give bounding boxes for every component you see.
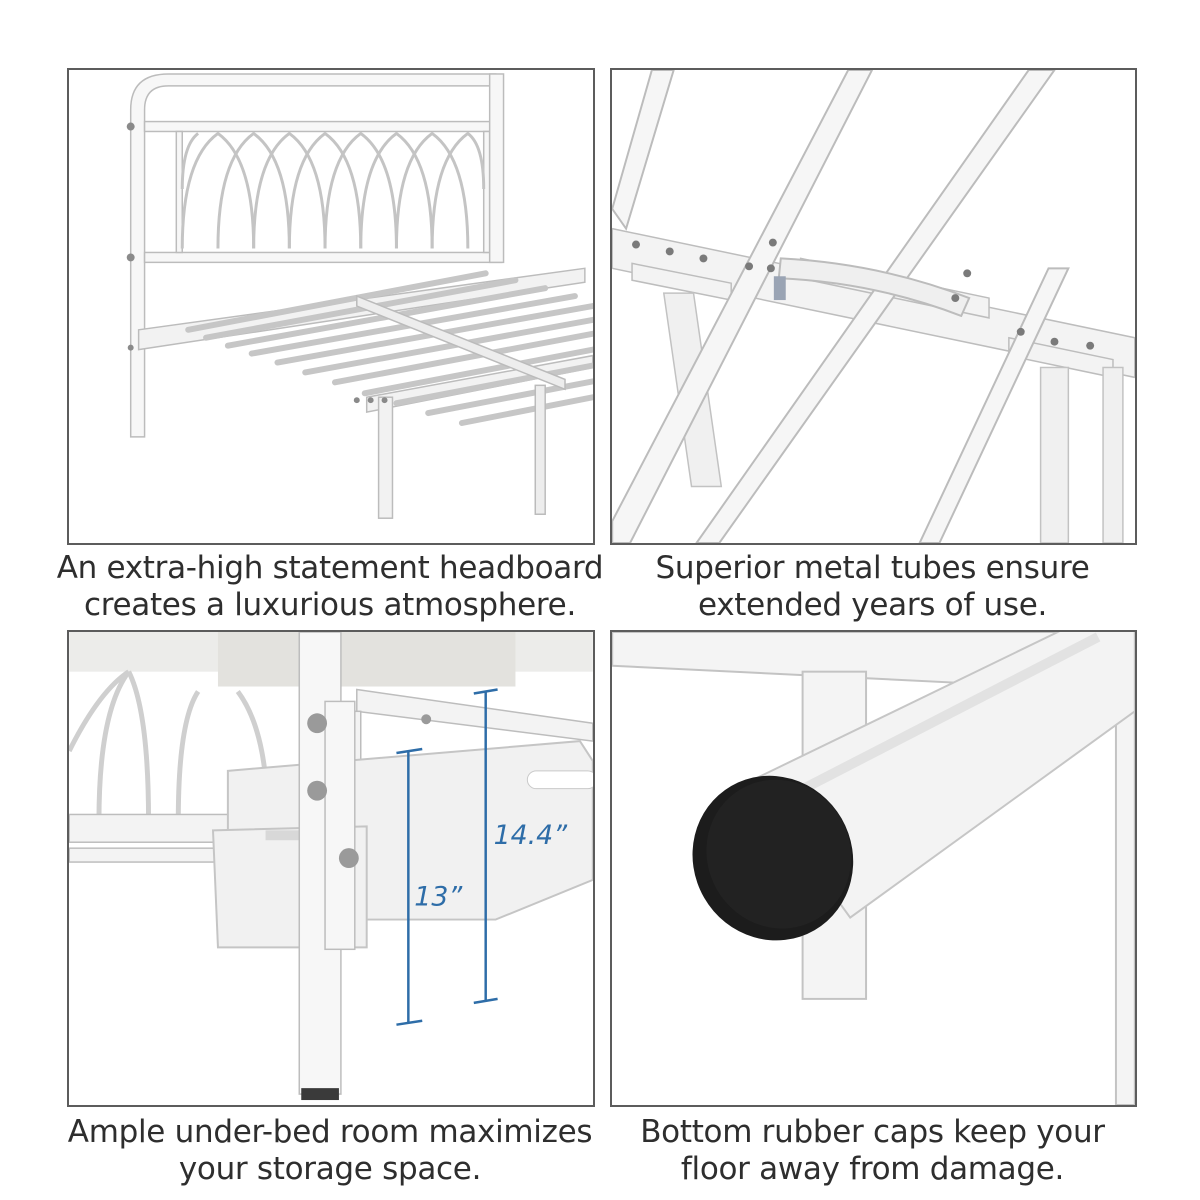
tall-dimension-label: 14.4” — [494, 820, 569, 851]
metal-tubes-caption-line1: Superior metal tubes ensure — [655, 550, 1090, 586]
metal-tubes-illustration — [612, 70, 1135, 543]
metal-tubes-photo — [610, 68, 1137, 545]
rubber-caps-caption: Bottom rubber caps keep your floor away … — [585, 1114, 1160, 1188]
metal-tubes-caption-line2: extended years of use. — [697, 587, 1048, 623]
headboard-caption-line2: creates a luxurious atmosphere. — [83, 587, 577, 623]
storage-caption-line1: Ample under-bed room maximizes — [67, 1114, 593, 1150]
metal-tubes-caption: Superior metal tubes ensure extended yea… — [585, 550, 1160, 624]
rubber-cap-photo — [610, 630, 1137, 1107]
storage-caption-line2: your storage space. — [178, 1151, 482, 1187]
headboard-photo — [67, 68, 595, 545]
storage-illustration: 14.4” 13” — [69, 632, 593, 1101]
under-bed-storage-photo: 14.4” 13” — [67, 630, 595, 1107]
headboard-caption: An extra-high statement headboard create… — [40, 550, 620, 624]
dimension-lines — [396, 688, 498, 1026]
rubber-cap-illustration — [612, 632, 1135, 1105]
headboard-illustration — [126, 73, 593, 519]
rubber-caps-caption-line2: floor away from damage. — [680, 1151, 1065, 1187]
storage-caption: Ample under-bed room maximizes your stor… — [40, 1114, 620, 1188]
rubber-caps-caption-line1: Bottom rubber caps keep your — [640, 1114, 1105, 1150]
headboard-caption-line1: An extra-high statement headboard — [56, 550, 604, 586]
short-dimension-label: 13” — [414, 882, 463, 913]
